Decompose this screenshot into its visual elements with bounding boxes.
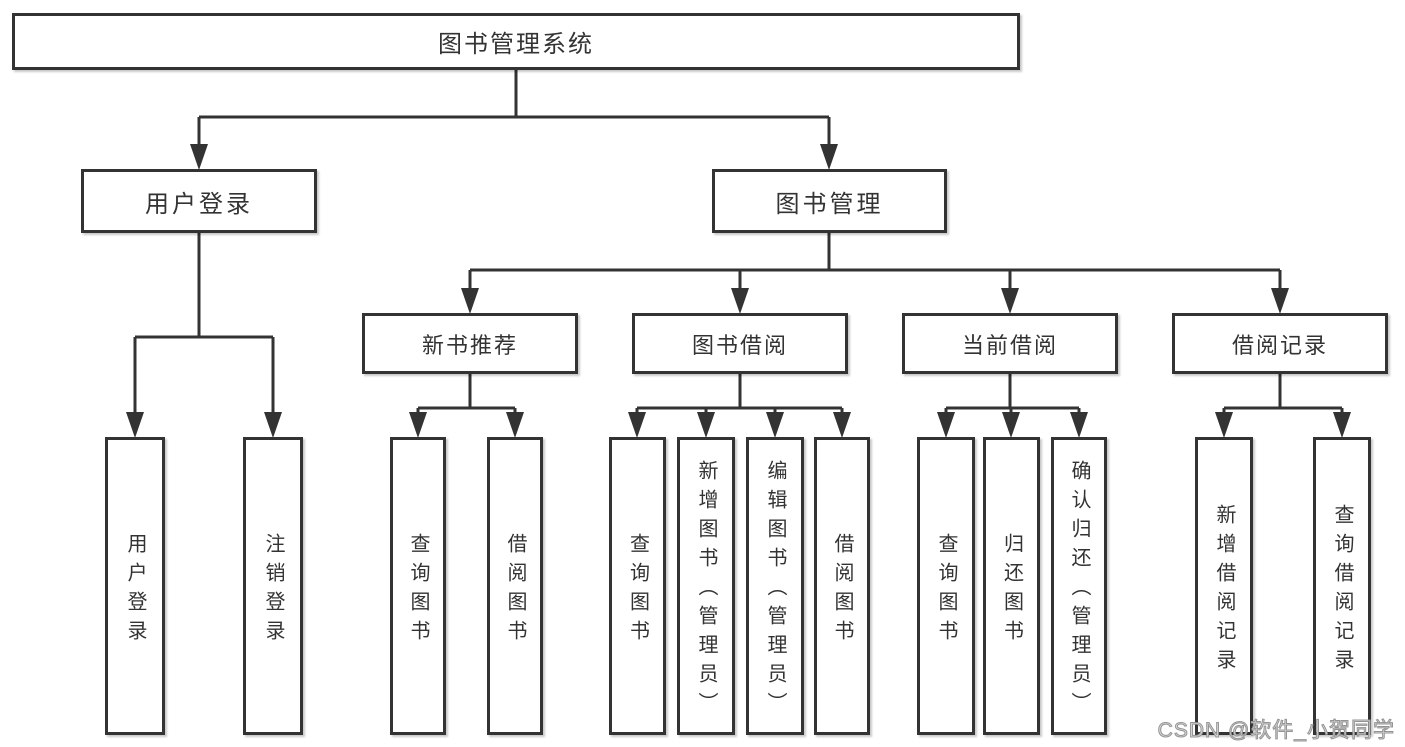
node-nbr-query-books: 查询图书 xyxy=(390,437,446,735)
node-bb-borrow-books-label: 借阅图书 xyxy=(831,532,853,649)
node-book-management: 图书管理 xyxy=(712,169,947,233)
node-bb-add-books-admin: 新增图书（管理员） xyxy=(677,437,735,735)
node-new-book-recommend: 新书推荐 xyxy=(362,313,578,374)
node-new-book-recommend-label: 新书推荐 xyxy=(421,332,518,358)
node-nbr-query-books-label: 查询图书 xyxy=(407,532,429,649)
node-login: 用户登录 xyxy=(105,437,165,735)
node-cb-return-books-label: 归还图书 xyxy=(1000,532,1023,649)
node-borrow-records-label: 借阅记录 xyxy=(1231,332,1328,358)
node-logout-label: 注销登录 xyxy=(262,532,284,649)
node-bb-add-books-admin-label: 新增图书（管理员） xyxy=(695,460,717,721)
node-book-management-label: 图书管理 xyxy=(775,190,884,218)
node-br-add-record: 新增借阅记录 xyxy=(1195,437,1253,735)
node-cb-return-books: 归还图书 xyxy=(983,437,1040,735)
node-book-borrowing: 图书借阅 xyxy=(632,313,848,374)
csdn-watermark: CSDN @软件_小贺同学 xyxy=(1157,719,1395,743)
node-bb-edit-books-admin-label: 编辑图书（管理员） xyxy=(764,460,786,721)
node-cb-confirm-return-admin-label: 确认归还（管理员） xyxy=(1068,460,1090,721)
node-bb-borrow-books: 借阅图书 xyxy=(814,437,870,735)
node-logout: 注销登录 xyxy=(243,437,303,735)
node-br-query-record-label: 查询借阅记录 xyxy=(1331,503,1353,678)
node-user-login: 用户登录 xyxy=(81,169,317,233)
node-bb-query-books-label: 查询图书 xyxy=(626,532,649,649)
node-cb-query-books-label: 查询图书 xyxy=(935,532,957,649)
node-root: 图书管理系统 xyxy=(12,13,1020,70)
node-login-label: 用户登录 xyxy=(124,532,146,649)
node-bb-edit-books-admin: 编辑图书（管理员） xyxy=(746,437,804,735)
node-nbr-borrow-books: 借阅图书 xyxy=(487,437,543,735)
node-cb-confirm-return-admin: 确认归还（管理员） xyxy=(1051,437,1107,735)
node-current-borrowing: 当前借阅 xyxy=(902,313,1118,374)
node-bb-query-books: 查询图书 xyxy=(609,437,666,735)
node-current-borrowing-label: 当前借阅 xyxy=(961,332,1058,358)
node-br-query-record: 查询借阅记录 xyxy=(1313,437,1371,735)
node-user-login-label: 用户登录 xyxy=(145,190,253,218)
node-book-borrowing-label: 图书借阅 xyxy=(691,332,788,358)
node-borrow-records: 借阅记录 xyxy=(1172,313,1388,374)
node-root-label: 图书管理系统 xyxy=(438,31,594,58)
node-cb-query-books: 查询图书 xyxy=(917,437,975,735)
node-nbr-borrow-books-label: 借阅图书 xyxy=(504,532,526,649)
node-br-add-record-label: 新增借阅记录 xyxy=(1213,503,1235,678)
